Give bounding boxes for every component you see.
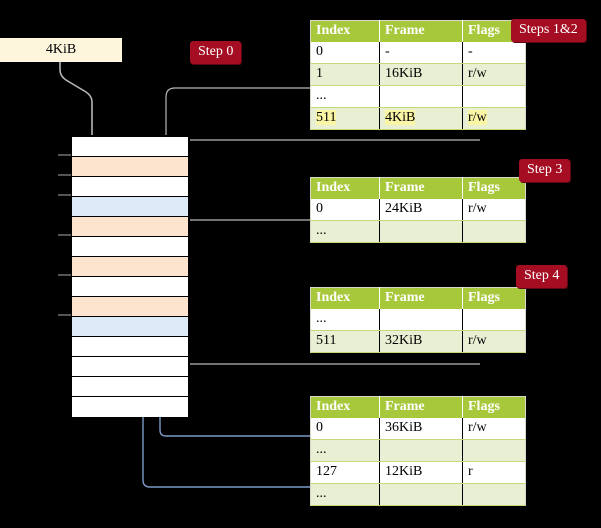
cell-flags: r: [462, 461, 526, 484]
memory-frame-row: [72, 237, 188, 257]
memory-frame-row: [72, 277, 188, 297]
cell-index: ...: [310, 483, 380, 506]
cell-flags: r/w: [462, 63, 526, 86]
badge-step-3: Step 3: [519, 159, 571, 182]
memory-frame-row: [72, 177, 188, 197]
table-row[interactable]: 0--: [310, 42, 526, 64]
virtual-page-label: 4KiB: [45, 42, 77, 57]
cell-index: 0: [310, 418, 380, 440]
cell-frame: 16KiB: [379, 63, 463, 86]
memory-frame-row: [72, 297, 188, 317]
badge-steps-1-2: Steps 1&2: [511, 19, 586, 42]
cell-frame: [379, 439, 463, 462]
badge-step-4: Step 4: [516, 265, 568, 288]
cell-frame: [379, 85, 463, 108]
column-header-frame: Frame: [379, 20, 463, 42]
cell-frame: 36KiB: [379, 418, 463, 440]
table-row[interactable]: ...: [310, 85, 526, 108]
column-header-index: Index: [310, 396, 380, 418]
cell-flags: r/w: [462, 199, 526, 221]
memory-frame-row: [72, 337, 188, 357]
memory-frame-row: [72, 377, 188, 397]
virtual-page-box: 4KiB: [0, 38, 122, 62]
cell-frame: 24KiB: [379, 199, 463, 221]
memory-frame-row: [72, 317, 188, 337]
cell-index: 0: [310, 42, 380, 64]
cell-index: 511: [310, 107, 380, 130]
cell-frame: 4KiB: [379, 107, 463, 130]
cell-index: 1: [310, 63, 380, 86]
cell-index: ...: [310, 85, 380, 108]
column-header-index: Index: [310, 177, 380, 199]
cell-frame: [379, 309, 463, 331]
cell-index: ...: [310, 220, 380, 243]
column-header-index: Index: [310, 20, 380, 42]
cell-flags: [462, 483, 526, 506]
cell-index: 0: [310, 199, 380, 221]
column-header-flags: Flags: [462, 287, 526, 309]
cell-frame: 12KiB: [379, 461, 463, 484]
cell-frame: 32KiB: [379, 330, 463, 353]
cell-index: 127: [310, 461, 380, 484]
cell-flags: [462, 85, 526, 108]
cell-flags: r/w: [462, 107, 526, 130]
cell-flags: [462, 309, 526, 331]
memory-frame-row: [72, 397, 188, 417]
cell-frame: [379, 483, 463, 506]
cell-flags: r/w: [462, 418, 526, 440]
cell-flags: [462, 439, 526, 462]
memory-frame-row: [72, 257, 188, 277]
table-row[interactable]: ...: [310, 309, 526, 331]
memory-row-tick: [58, 154, 71, 156]
column-header-frame: Frame: [379, 287, 463, 309]
column-header-flags: Flags: [462, 396, 526, 418]
cell-frame: -: [379, 42, 463, 64]
memory-frame-row: [72, 157, 188, 177]
cell-index: 511: [310, 330, 380, 353]
memory-frame-row: [72, 357, 188, 377]
memory-row-tick: [58, 314, 71, 316]
cell-flags: -: [462, 42, 526, 64]
column-header-index: Index: [310, 287, 380, 309]
cell-flags: [462, 220, 526, 243]
memory-frame-row: [72, 217, 188, 237]
cell-flags: r/w: [462, 330, 526, 353]
cell-index: ...: [310, 439, 380, 462]
column-header-frame: Frame: [379, 177, 463, 199]
cell-index: ...: [310, 309, 380, 331]
physical-memory-column: [70, 135, 190, 417]
memory-row-tick: [58, 234, 71, 236]
column-header-flags: Flags: [462, 20, 526, 42]
column-header-flags: Flags: [462, 177, 526, 199]
memory-row-tick: [58, 194, 71, 196]
memory-frame-row: [72, 197, 188, 217]
memory-frame-row: [72, 137, 188, 157]
table-row[interactable]: ...: [310, 439, 526, 462]
cell-frame: [379, 220, 463, 243]
memory-row-tick: [58, 174, 71, 176]
memory-row-tick: [58, 274, 71, 276]
table-row[interactable]: ...: [310, 483, 526, 506]
badge-step-0: Step 0: [190, 41, 242, 64]
column-header-frame: Frame: [379, 396, 463, 418]
table-row[interactable]: ...: [310, 220, 526, 243]
